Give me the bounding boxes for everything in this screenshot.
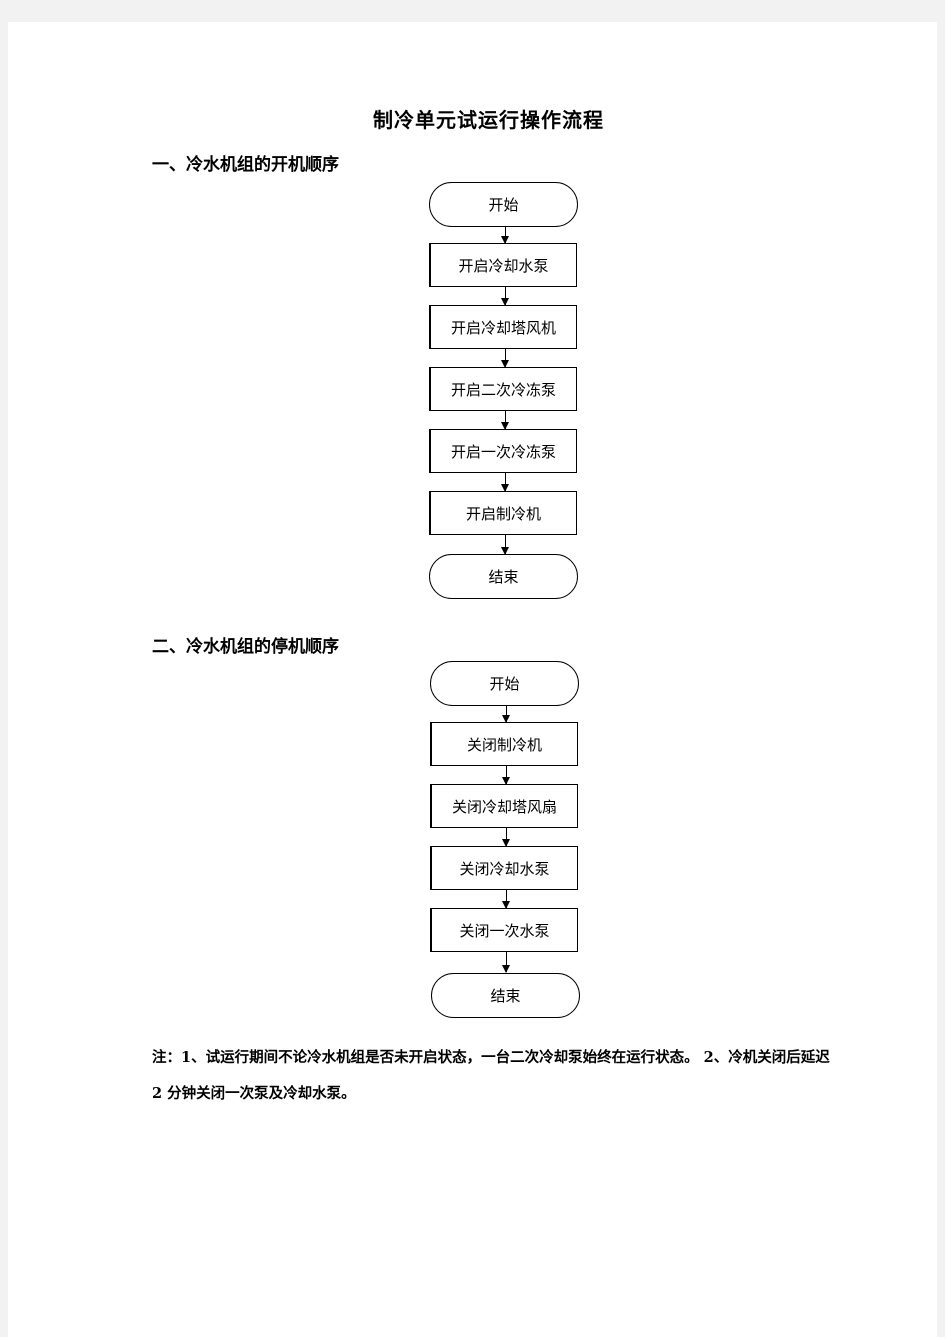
flow2-arrow	[502, 952, 510, 973]
flow2-arrow	[502, 706, 510, 723]
footnote: 注：1、试运行期间不论冷水机组是否未开启状态，一台二次冷却泵始终在运行状态。 2…	[152, 1049, 830, 1102]
flow1-step-1: 开启冷却水泵	[429, 243, 577, 287]
flow1-arrow	[501, 227, 509, 244]
flow2-arrow	[502, 828, 510, 847]
flow1-step-4: 开启一次冷冻泵	[429, 429, 577, 473]
flow1-arrow	[501, 535, 509, 555]
section-heading-shutdown: 二、冷水机组的停机顺序	[152, 637, 339, 657]
flow1-end-node: 结束	[429, 554, 578, 599]
flow2-step-1: 关闭制冷机	[430, 722, 578, 766]
document-page: 制冷单元试运行操作流程 一、冷水机组的开机顺序 开始 开启冷却水泵 开启冷却塔风…	[8, 22, 937, 1337]
flow1-arrow	[501, 411, 509, 430]
flow1-arrow	[501, 287, 509, 306]
flow2-arrow	[502, 766, 510, 785]
flow1-step-5: 开启制冷机	[429, 491, 577, 535]
flow1-step-2: 开启冷却塔风机	[429, 305, 577, 349]
flow2-step-4: 关闭一次水泵	[430, 908, 578, 952]
flow1-start-node: 开始	[429, 182, 578, 227]
flow1-arrow	[501, 473, 509, 492]
flow1-arrow	[501, 349, 509, 368]
flow2-start-node: 开始	[430, 661, 579, 706]
flow2-step-3: 关闭冷却水泵	[430, 846, 578, 890]
flow1-step-3: 开启二次冷冻泵	[429, 367, 577, 411]
document-title: 制冷单元试运行操作流程	[373, 108, 604, 132]
section-heading-startup: 一、冷水机组的开机顺序	[152, 155, 339, 175]
flow2-end-node: 结束	[431, 973, 580, 1018]
flow2-arrow	[502, 890, 510, 909]
flow2-step-2: 关闭冷却塔风扇	[430, 784, 578, 828]
